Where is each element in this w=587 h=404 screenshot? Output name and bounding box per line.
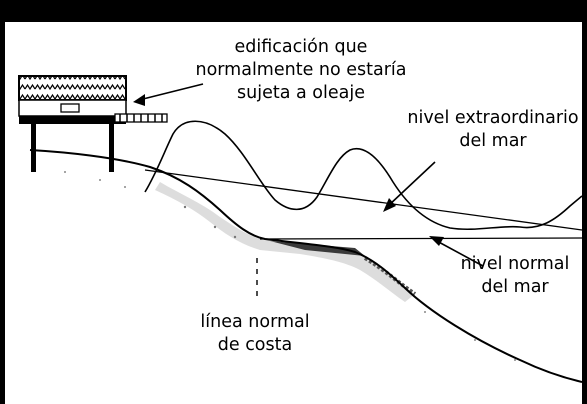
extraordinary-level-label-line1: nivel extraordinario xyxy=(407,108,578,128)
building-pillar-left xyxy=(31,124,36,172)
extraordinary-arrow xyxy=(387,161,436,207)
wave-curve xyxy=(144,120,582,231)
extraordinary-sea-level-line xyxy=(144,169,582,231)
coastline-label-line2: de costa xyxy=(218,335,292,355)
building-window xyxy=(60,103,80,113)
normal-level-label-line2: del mar xyxy=(481,277,549,297)
building-label-line3: sujeta a oleaje xyxy=(237,83,365,103)
coastal-flooding-diagram: edificación que normalmente no estaría s… xyxy=(18,37,582,383)
normal-sea-level-line xyxy=(259,237,582,240)
building-pillar-right xyxy=(109,124,114,172)
coastal-profile-line xyxy=(29,149,582,383)
building-roof xyxy=(18,75,127,101)
building-label-line1: edificación que xyxy=(235,37,368,57)
figure-panel: edificación que normalmente no estaría s… xyxy=(5,22,582,404)
building-illustration xyxy=(18,75,168,172)
normal-level-label-line1: nivel normal xyxy=(461,254,570,274)
building-label-line2: normalmente no estaría xyxy=(195,60,406,80)
coastline-label-line1: línea normal xyxy=(200,312,309,332)
building-floor xyxy=(19,116,126,124)
normal-level-arrow xyxy=(434,239,484,267)
building-arrow xyxy=(138,83,204,101)
extraordinary-level-label-line2: del mar xyxy=(459,131,527,151)
annotation-arrows xyxy=(133,83,484,300)
